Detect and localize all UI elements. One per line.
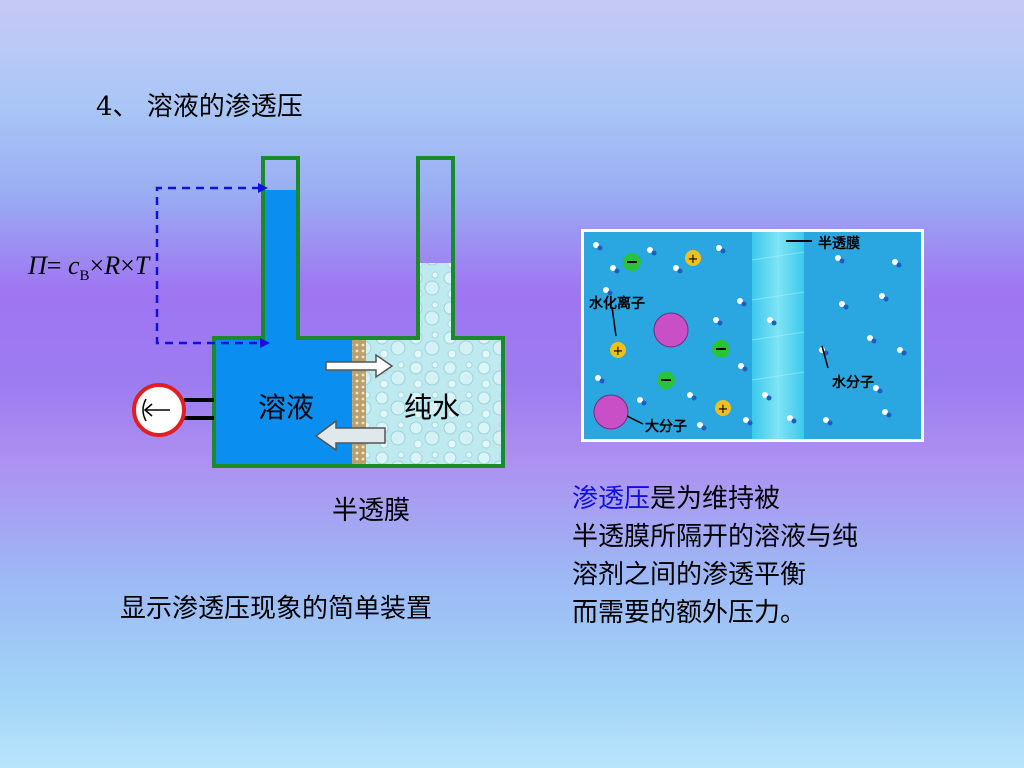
arrow-head-bottom bbox=[260, 338, 270, 348]
flow-arrow-right bbox=[325, 353, 394, 379]
definition-line-2: 半透膜所隔开的溶液与纯 bbox=[572, 522, 859, 552]
water-molecule-cores bbox=[597, 245, 907, 431]
negative-ion bbox=[623, 253, 641, 271]
flow-arrow-left bbox=[314, 419, 386, 452]
formula-t: T bbox=[134, 251, 150, 280]
water-molecule-label: 水分子 bbox=[832, 375, 874, 391]
negative-ion bbox=[712, 340, 730, 358]
pressure-path bbox=[155, 186, 262, 345]
definition-line-4: 而需要的额外压力。 bbox=[572, 598, 807, 628]
osmotic-pressure-formula: Π= cB×R×T bbox=[28, 251, 149, 285]
formula-equals: = bbox=[46, 251, 68, 280]
osmotic-pressure-definition: 渗透压是为维持被 半透膜所隔开的溶液与纯 溶剂之间的渗透平衡 而需要的额外压力。 bbox=[572, 480, 858, 632]
macromolecule bbox=[593, 394, 629, 430]
vessel-outline bbox=[212, 156, 505, 468]
macromolecule bbox=[653, 312, 689, 348]
negative-ion bbox=[657, 371, 675, 389]
figure-membrane-label: 半透膜 bbox=[818, 236, 860, 252]
left-tube bbox=[263, 190, 298, 340]
definition-highlight: 渗透压 bbox=[572, 484, 651, 514]
positive-ion: + bbox=[610, 342, 626, 359]
formula-c-subscript: B bbox=[79, 268, 90, 284]
apparatus-caption: 显示渗透压现象的简单装置 bbox=[120, 594, 433, 624]
positive-ion: + bbox=[685, 250, 701, 267]
positive-ion: + bbox=[715, 400, 731, 417]
water-molecules bbox=[593, 242, 903, 428]
macromolecule-label: 大分子 bbox=[645, 419, 687, 435]
membrane-label: 半透膜 bbox=[332, 496, 411, 526]
right-tube bbox=[418, 263, 453, 340]
semipermeable-membrane bbox=[352, 338, 366, 466]
definition-line-3: 溶剂之间的渗透平衡 bbox=[572, 560, 807, 590]
formula-c: c bbox=[67, 251, 80, 280]
slide-title: 4、 溶液的渗透压 bbox=[96, 92, 303, 122]
pressure-gauge bbox=[132, 383, 214, 437]
water-chamber bbox=[366, 338, 503, 466]
pure-water-label: 纯水 bbox=[404, 391, 461, 424]
definition-line-1: 渗透压是为维持被 bbox=[572, 480, 858, 518]
formula-times: × bbox=[89, 251, 105, 280]
formula-r: R bbox=[104, 251, 121, 280]
hydrated-ion-label: 水化离子 bbox=[589, 296, 645, 312]
svg-text:+: + bbox=[688, 252, 699, 267]
arrow-head-top bbox=[258, 183, 268, 193]
formula-times: × bbox=[120, 251, 135, 280]
svg-text:+: + bbox=[613, 344, 624, 359]
svg-text:+: + bbox=[718, 402, 729, 417]
molecular-figure: + + + bbox=[581, 229, 924, 442]
solution-label: 溶液 bbox=[258, 391, 315, 424]
definition-line-1-text: 是为维持被 bbox=[650, 484, 781, 514]
formula-pi: Π bbox=[28, 251, 47, 280]
